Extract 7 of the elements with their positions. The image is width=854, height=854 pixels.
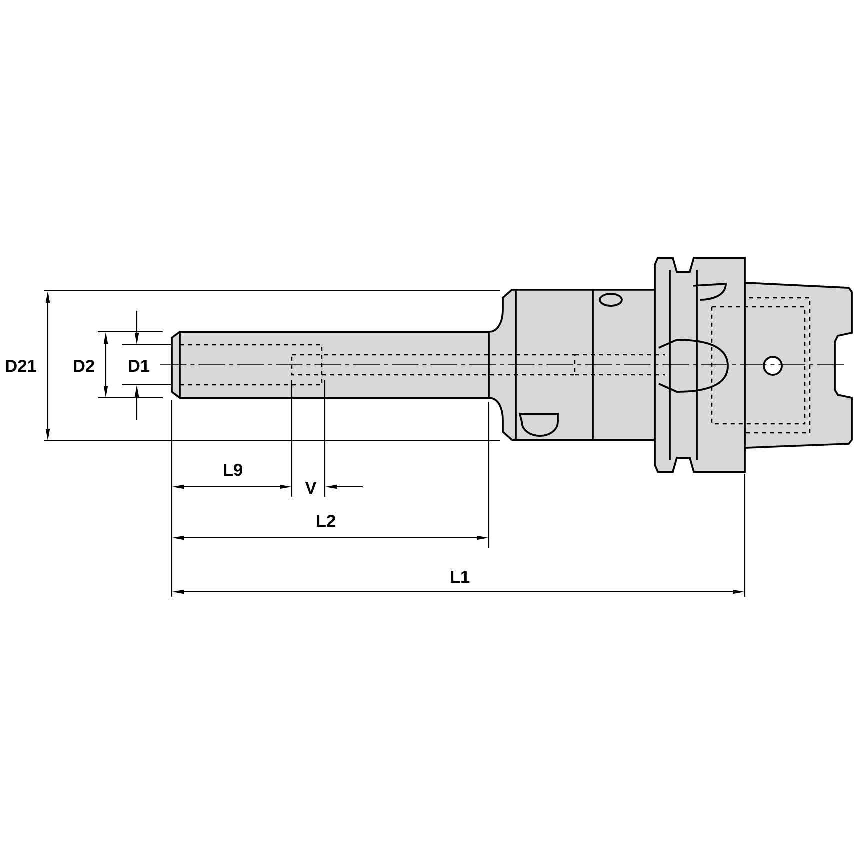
dimension-label: V — [305, 482, 317, 494]
dimension-label: L2 — [317, 514, 336, 528]
dimension-label: L9 — [224, 464, 242, 476]
dimension-label: D2 — [74, 360, 94, 372]
dimension-label: D21 — [6, 360, 36, 372]
dimension-label: L1 — [451, 571, 470, 583]
dimension-label: D1 — [129, 360, 150, 372]
